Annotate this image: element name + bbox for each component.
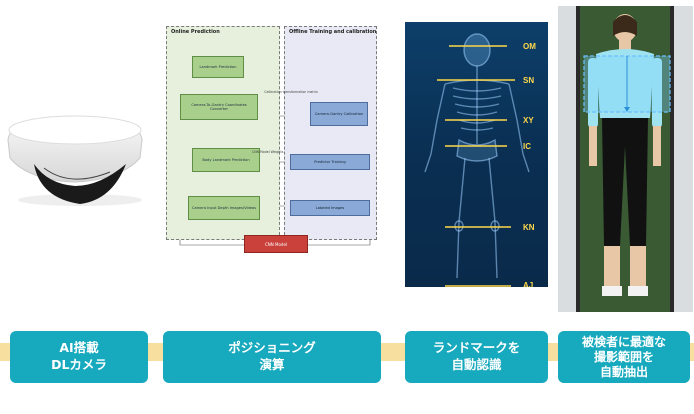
landmark-prediction-box: Landmark Prediction [192,56,244,78]
cnn-model-box: CNN Model [244,235,308,253]
landmark-om-label: OM [523,42,536,51]
label-scan-range-line1: 被検者に最適な [581,334,666,349]
camera-input-box: Camera Input Depth Images/Videos [188,196,260,220]
landmark-sn-label: SN [523,76,535,85]
label-scan-range-line3: 自動抽出 [599,364,648,379]
label-positioning-line2: 演算 [259,357,285,372]
landmark-kn-label: KN [523,223,535,232]
label-landmark-line1: ランドマークを [432,340,521,356]
flow-diagram: Online Prediction Offline Training and c… [160,20,380,258]
landmark-xy-label: XY [523,116,534,125]
label-scan-range-line2: 撮影範囲を [593,349,654,364]
label-positioning: ポジショニング 演算 [163,331,381,383]
label-landmark-line2: 自動認識 [451,357,502,372]
ai-camera-image [0,88,150,218]
skeleton-landmark-image: OM SN XY IC KN AJ [405,22,548,287]
landmark-aj-label: AJ [523,281,534,287]
offline-training-title: Offline Training and calibration [289,29,377,35]
calibration-edge-label: Calibration transformation matrix [264,90,318,94]
body-landmark-box: Body Landmark Prediction [192,148,260,172]
predictor-training-box: Predictor Training [290,154,370,170]
label-scan-range: 被検者に最適な 撮影範囲を 自動抽出 [558,331,690,383]
patient-scan-range-image [558,6,693,312]
label-ai-camera-line1: AI搭載 [59,340,99,356]
online-prediction-title: Online Prediction [171,29,220,35]
calibration-box: Camera-Gantry Calibration [310,102,368,126]
model-weights-edge-label: CNN Model Weights [252,150,284,154]
labeled-images-box: Labeled Images [290,200,370,216]
label-ai-camera-line2: DLカメラ [51,357,107,372]
label-ai-camera: AI搭載 DLカメラ [10,331,148,383]
label-positioning-line1: ポジショニング [228,340,316,356]
landmark-ic-label: IC [523,142,531,151]
coord-converter-box: Camera-To-Gantry Coordinates Converter [180,94,258,120]
label-landmark: ランドマークを 自動認識 [405,331,548,383]
